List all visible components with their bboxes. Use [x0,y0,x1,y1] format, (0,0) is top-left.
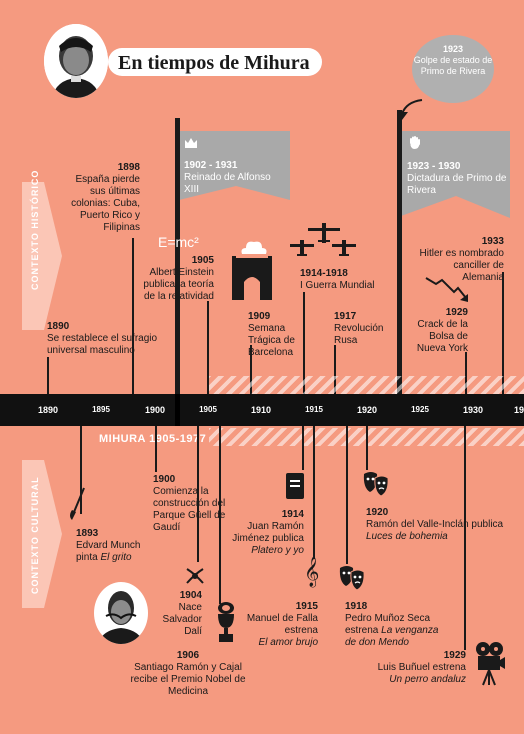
arc-de-triomf-icon [232,241,272,300]
dali-portrait [94,582,148,644]
line-1893 [80,426,82,514]
line-1904 [197,426,199,562]
tick-19-partial: 19 [513,405,524,415]
line-1917 [334,345,336,396]
line-1929-bottom [464,426,466,650]
primo-flag [401,131,510,218]
book-icon [286,473,304,499]
einstein-formula-icon: E=mc² [158,234,199,250]
primo-period-hatch [395,376,524,394]
line-1898 [132,238,134,396]
line-1900 [155,426,157,472]
hand-icon [409,136,421,155]
tick-1925: 1925 [411,405,429,414]
trophy-icon [218,602,234,642]
treble-clef-icon: 𝄞 [304,557,320,587]
line-1914-top [303,292,305,396]
stock-crash-icon [425,277,468,302]
tick-1920: 1920 [356,405,378,415]
primo-pole [397,110,402,400]
badge-arrow [401,99,423,115]
warplanes-icon [290,223,356,256]
tick-1910: 1910 [250,405,272,415]
crown-icon [184,136,198,154]
line-1915 [313,426,315,558]
alfonso-flag [179,131,290,200]
cultural-arrow [22,460,62,608]
portrait-figure [44,24,108,98]
line-1920 [366,426,368,470]
tick-1930: 1930 [462,405,484,415]
paintbrush-icon [70,487,85,520]
tick-1890: 1890 [37,405,59,415]
historic-section-label: CONTEXTO HISTÓRICO [30,169,40,290]
line-1909 [250,345,252,396]
theater-masks-icon-1918 [339,566,365,591]
line-1914-bottom [302,426,304,470]
mihura-portrait [44,24,108,98]
alfonso-pole [175,118,180,400]
dali-candy-icon [186,568,204,584]
theater-masks-icon-1920 [363,472,389,497]
historic-arrow [22,182,62,330]
line-1918 [346,426,348,564]
timeline-axis [0,394,524,426]
line-1890 [47,357,49,396]
film-camera-icon [476,642,505,686]
mihura-life-hatch-top [209,376,397,394]
tick-1905: 1905 [199,405,217,414]
page-title: En tiempos de Mihura [118,52,310,74]
line-1905 [207,301,209,396]
tick-1915: 1915 [305,405,323,414]
alfonso-pole-axis [175,394,180,426]
coup-badge [412,35,494,103]
tick-1895: 1895 [92,405,110,414]
title-pill [108,48,322,76]
mihura-lifespan-label: MIHURA 1905-1977 [99,433,207,445]
tick-1900: 1900 [144,405,166,415]
line-1933 [502,272,504,396]
line-1929-top [465,352,467,396]
cultural-section-label: CONTEXTO CULTURAL [30,476,40,594]
line-1906 [219,426,221,604]
